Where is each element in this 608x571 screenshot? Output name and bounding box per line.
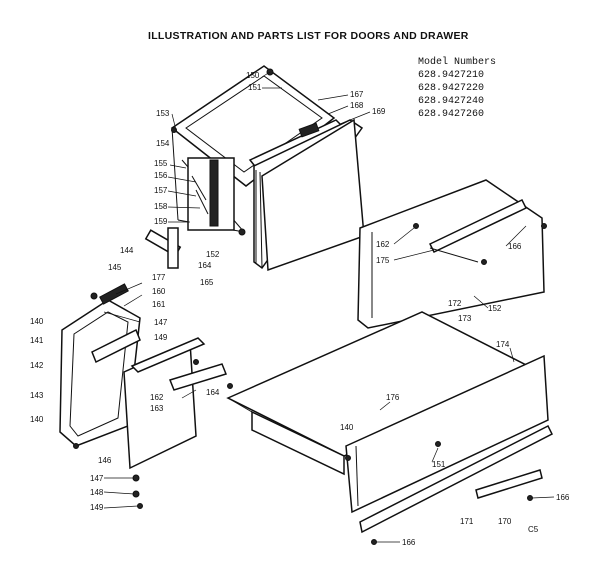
drawer-body [226,311,554,534]
part-label: 173 [458,314,472,323]
upper-door-frame [170,65,336,233]
part-label: 170 [498,517,512,526]
part-label: 167 [350,90,364,99]
part-label: 159 [154,217,168,226]
part-label: 165 [200,278,214,287]
part-label: 164 [206,388,220,397]
part-label: 172 [448,299,462,308]
lower-door-panel [123,337,227,470]
part-label: 148 [90,488,104,497]
part-label: 166 [556,493,570,502]
model-numbers-block: Model Numbers 628.9427210 628.9427220 62… [418,56,496,121]
model-number: 628.9427240 [418,96,485,107]
corner-code: C5 [528,525,539,534]
part-label: 140 [30,415,44,424]
part-label: 160 [152,287,166,296]
part-label: 141 [30,336,44,345]
part-label: 162 [376,240,390,249]
model-number: 628.9427210 [418,70,485,81]
part-label: 166 [508,242,522,251]
part-label: 174 [496,340,510,349]
part-label: 143 [30,391,44,400]
hinge-bracket [144,227,182,269]
part-label: 171 [460,517,474,526]
part-label: 152 [206,250,220,259]
part-label: 151 [432,460,446,469]
part-label: 147 [154,318,168,327]
part-label: 147 [90,474,104,483]
part-label: 149 [154,333,168,342]
part-label: 149 [90,503,104,512]
part-label: 163 [150,404,164,413]
part-label: 154 [156,139,170,148]
part-label: 175 [376,256,390,265]
part-label: 168 [350,101,364,110]
part-label: 161 [152,300,166,309]
part-label: 144 [120,246,134,255]
lower-door-frame [59,283,141,447]
part-label: 169 [372,107,386,116]
part-label: 145 [108,263,122,272]
model-number: 628.9427220 [418,83,485,94]
part-label: 152 [488,304,502,313]
hardware-fasteners [73,68,547,545]
part-label: 164 [198,261,212,270]
part-label: 162 [150,393,164,402]
model-number: 628.9427260 [418,109,485,120]
part-label: 140 [340,423,354,432]
leader-lines [103,71,555,543]
part-label: 151 [248,83,262,92]
part-label: 153 [156,109,170,118]
part-label: 156 [154,171,168,180]
part-label: 166 [402,538,416,547]
part-label: 155 [154,159,168,168]
drawer-panel-upper [357,179,545,329]
part-labels: 150 151 167 168 169 153 154 155 156 157 … [30,71,570,547]
part-label: 146 [98,456,112,465]
diagram-title: ILLUSTRATION AND PARTS LIST FOR DOORS AN… [148,30,469,42]
upper-door-panel [248,118,365,272]
model-heading: Model Numbers [418,57,497,68]
part-label: 158 [154,202,168,211]
part-label: 142 [30,361,44,370]
part-label: 176 [386,393,400,402]
part-label: 177 [152,273,166,282]
part-label: 150 [246,71,260,80]
part-label: 140 [30,317,44,326]
part-label: 157 [154,186,168,195]
